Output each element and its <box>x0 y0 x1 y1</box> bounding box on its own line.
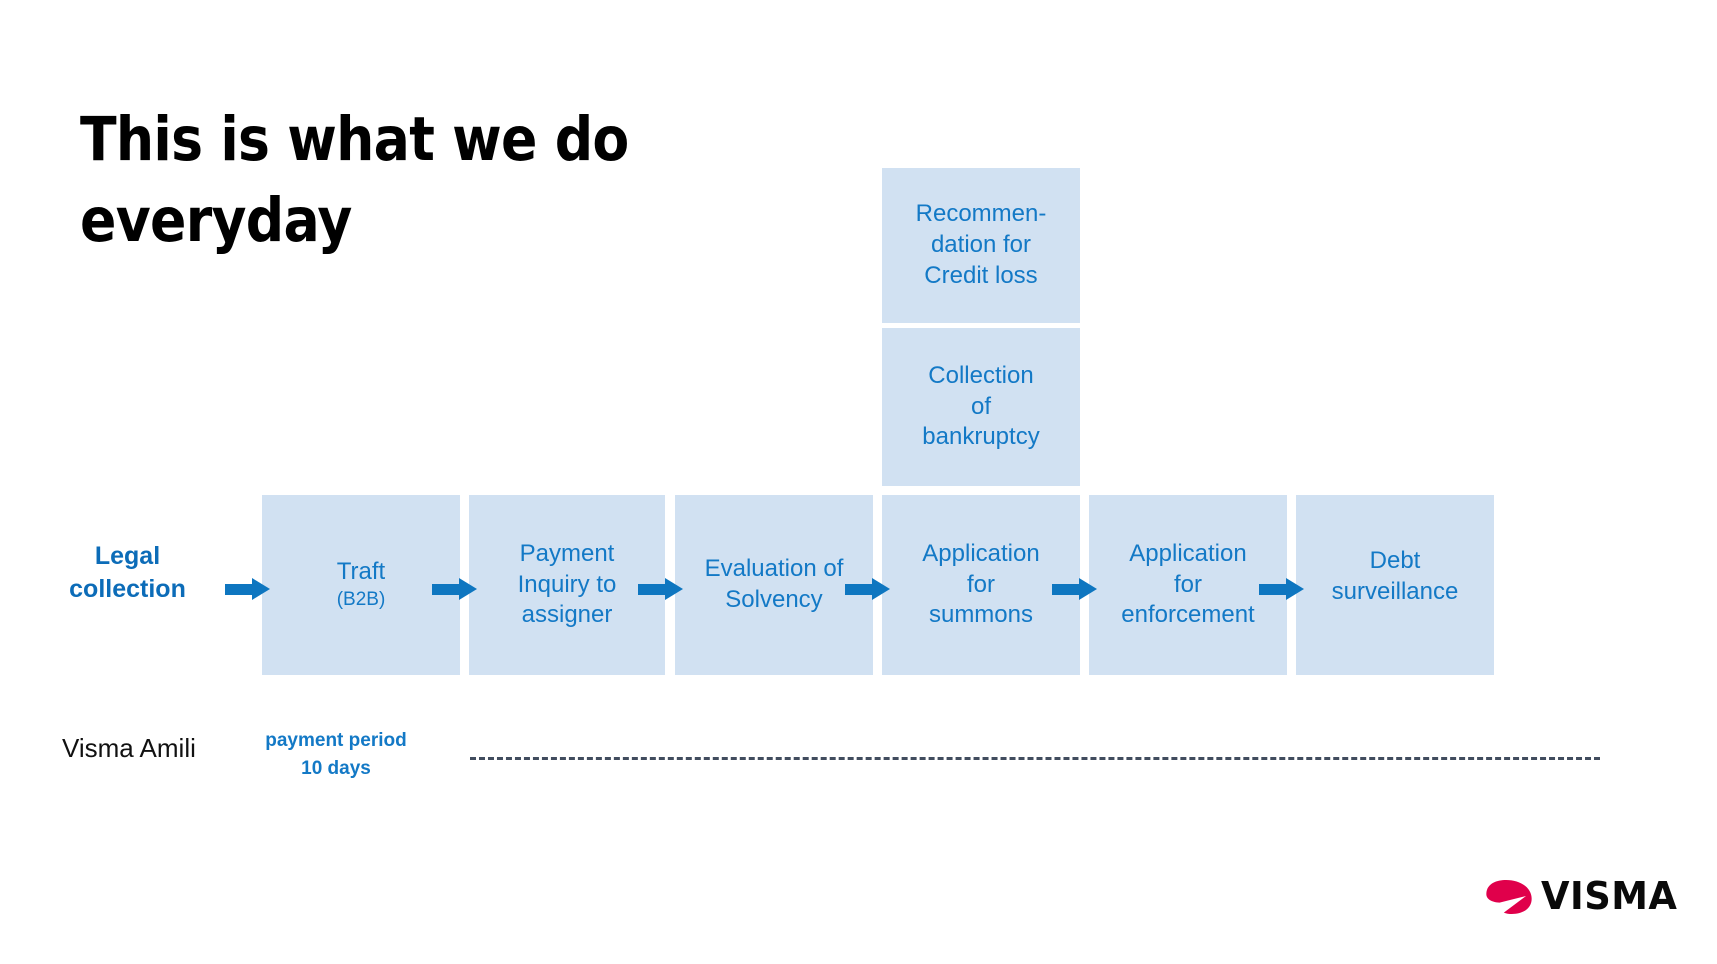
process-box-sublabel: (B2B) <box>336 589 386 611</box>
process-box-label: Collection of bankruptcy <box>922 361 1040 451</box>
process-box-label: Recommen- dation for Credit loss <box>915 200 1047 289</box>
process-box-application-for-summons[interactable]: Application for summons <box>882 495 1080 675</box>
arrow-shaft <box>1259 584 1289 595</box>
arrow-shaft <box>432 584 462 595</box>
process-box-application-for-enforcement[interactable]: Application for enforcement <box>1089 495 1287 675</box>
process-box-debt-surveillance[interactable]: Debt surveillance <box>1296 495 1494 675</box>
visma-logo: VISMA <box>1485 870 1677 924</box>
process-box-evaluation-of-solvency[interactable]: Evaluation of Solvency <box>675 495 873 675</box>
process-box-label: Traft <box>336 558 386 586</box>
arrow-right-icon <box>1259 578 1304 600</box>
process-row-label-legal-collection: Legal collection <box>69 542 186 603</box>
process-box-text: Traft (B2B) <box>337 527 386 644</box>
process-box-label: Debt surveillance <box>1331 547 1459 605</box>
arrow-shaft <box>225 584 255 595</box>
visma-wordmark: VISMA <box>1541 874 1678 918</box>
process-box-label: Payment Inquiry to assigner <box>517 539 617 629</box>
arrow-shaft <box>1052 584 1082 595</box>
process-box-label: Application for enforcement <box>1121 539 1255 629</box>
process-box-recommendation-credit-loss[interactable]: Recommen- dation for Credit loss <box>882 168 1080 323</box>
process-box-label: Application for summons <box>922 539 1040 629</box>
arrow-right-icon <box>638 578 683 600</box>
arrow-head <box>872 578 890 600</box>
process-box-label: Evaluation of Solvency <box>704 555 844 613</box>
process-box-collection-of-bankruptcy[interactable]: Collection of bankruptcy <box>882 328 1080 486</box>
arrow-right-icon <box>845 578 890 600</box>
arrow-right-icon <box>1052 578 1097 600</box>
process-box-payment-inquiry-to-assigner[interactable]: Payment Inquiry to assigner <box>469 495 665 675</box>
process-box-traft[interactable]: Traft (B2B) <box>262 495 460 675</box>
visma-leaf-mark <box>1486 880 1532 914</box>
arrow-shaft <box>638 584 668 595</box>
product-label-visma-amili: Visma Amili <box>62 733 196 763</box>
arrow-head <box>665 578 683 600</box>
arrow-shaft <box>845 584 875 595</box>
payment-period-annotation: payment period 10 days <box>265 730 407 779</box>
arrow-head <box>1079 578 1097 600</box>
arrow-head <box>1286 578 1304 600</box>
arrow-right-icon <box>432 578 477 600</box>
arrow-head <box>459 578 477 600</box>
page-title: This is what we do everyday <box>80 104 629 256</box>
arrow-head <box>252 578 270 600</box>
timeline-dashed-line <box>470 757 1600 760</box>
arrow-right-icon <box>225 578 270 600</box>
